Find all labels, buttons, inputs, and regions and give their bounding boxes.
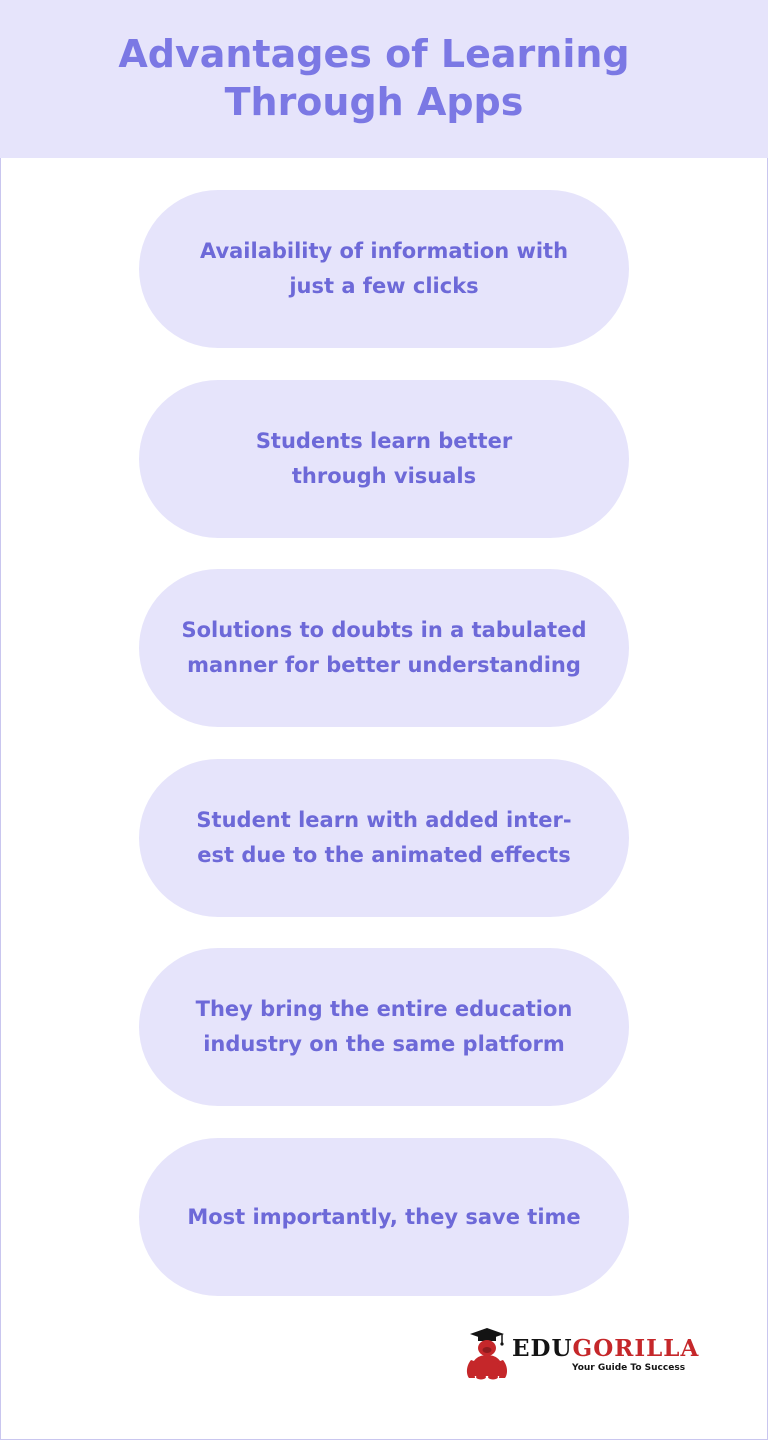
title-banner: Advantages of Learning Through Apps [0,0,768,158]
gorilla-graduate-logo-icon [466,1328,508,1380]
advantage-text: Students learn better through visuals [255,429,513,488]
advantage-card: Solutions to doubts in a tabulated manne… [139,569,629,727]
edugorilla-logo: EDUGORILLA Your Guide To Success [464,1326,698,1382]
advantage-card: Availability of information with just a … [139,190,629,348]
page-title: Advantages of Learning Through Apps [118,32,630,124]
advantage-text: Solutions to doubts in a tabulated manne… [181,618,587,677]
advantage-card: Student learn with added inter- est due … [139,759,629,917]
advantage-text: Most importantly, they save time [187,1204,581,1229]
advantage-card: Most importantly, they save time [139,1138,629,1296]
brand-name-part2: GORILLA [572,1335,700,1362]
brand-name-part1: EDU [512,1335,573,1362]
advantage-text: They bring the entire education industry… [195,997,573,1056]
advantage-card: They bring the entire education industry… [139,948,629,1106]
advantage-text: Student learn with added inter- est due … [196,808,572,867]
brand-tagline: Your Guide To Success [572,1363,686,1373]
brand-name: EDUGORILLA [512,1336,699,1362]
advantage-text: Availability of information with just a … [199,239,569,298]
advantage-card: Students learn better through visuals [139,380,629,538]
